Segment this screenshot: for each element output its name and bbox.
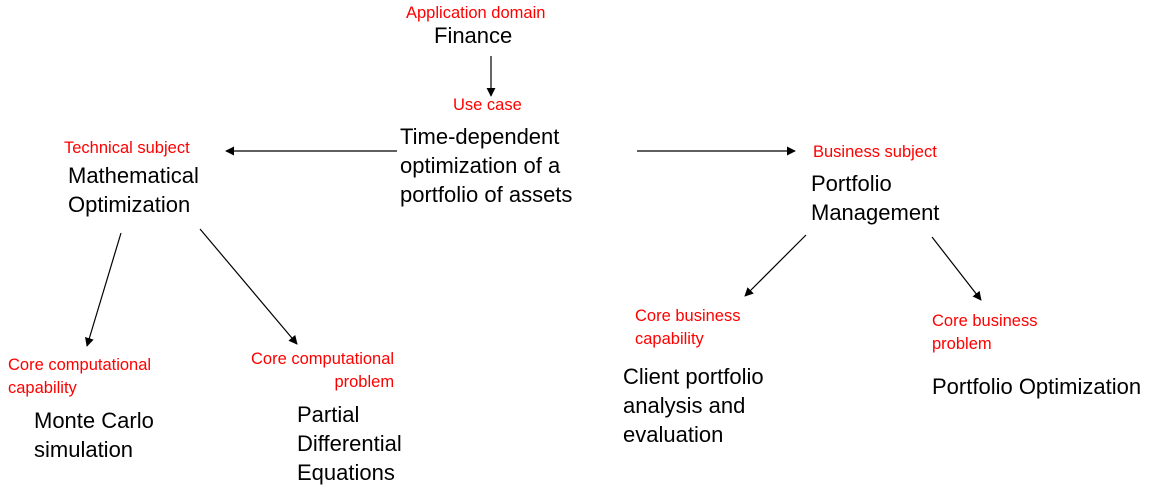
label-line: capability: [635, 330, 704, 348]
label-line: capability: [8, 379, 77, 397]
technical-subject-text-line: Mathematical: [68, 163, 199, 188]
application-domain-label: Application domain: [406, 4, 546, 22]
text-line: Differential: [297, 431, 402, 456]
application-domain-text-line: Finance: [434, 23, 513, 48]
arrow-technical-to-problem: [199, 228, 298, 345]
use-case-label: Use case: [453, 96, 522, 114]
arrow-business-to-problem: [931, 236, 982, 301]
business-subject-label: Business subject: [813, 143, 937, 161]
core-business-problem-label: Core business problem: [932, 310, 1037, 356]
text-line: Client portfolio: [623, 364, 764, 389]
text-line: Equations: [297, 460, 395, 485]
application-domain-text: Finance: [434, 21, 512, 50]
business-subject-text-line: Portfolio: [811, 171, 892, 196]
text-line: evaluation: [623, 422, 724, 447]
text-line: analysis and: [623, 393, 746, 418]
text-line: Portfolio Optimization: [932, 374, 1142, 399]
core-computational-capability-label: Core computational capability: [8, 354, 151, 400]
text-line: Monte Carlo: [34, 408, 154, 433]
label-line: Core computational: [8, 356, 152, 374]
text-line: Partial: [297, 402, 360, 427]
use-case-text: Time-dependent optimization of a portfol…: [400, 122, 572, 209]
business-subject-text-line: Management: [811, 200, 940, 225]
core-computational-problem-label: Core computational problem: [251, 348, 394, 394]
technical-subject-label: Technical subject: [64, 139, 190, 157]
technical-subject-text-line: Optimization: [68, 192, 191, 217]
business-subject-text: Portfolio Management: [811, 169, 939, 227]
use-case-text-line: Time-dependent: [400, 124, 560, 149]
label-line: problem: [334, 373, 395, 391]
technical-subject-text: Mathematical Optimization: [68, 161, 199, 219]
label-line: Core business: [932, 312, 1038, 330]
use-case-text-line: optimization of a: [400, 153, 561, 178]
arrow-business-to-capability: [744, 234, 807, 297]
core-business-capability-label: Core business capability: [635, 305, 740, 351]
use-case-text-line: portfolio of assets: [400, 182, 573, 207]
core-computational-capability-text: Monte Carlo simulation: [34, 406, 154, 464]
core-business-capability-text: Client portfolio analysis and evaluation: [623, 362, 764, 449]
text-line: simulation: [34, 437, 134, 462]
label-line: Core business: [635, 307, 741, 325]
core-computational-problem-text: Partial Differential Equations: [297, 400, 402, 487]
label-line: problem: [932, 335, 992, 353]
core-business-problem-text: Portfolio Optimization: [932, 372, 1141, 401]
label-line: Core computational: [251, 350, 395, 368]
arrow-technical-to-capability: [85, 232, 122, 347]
